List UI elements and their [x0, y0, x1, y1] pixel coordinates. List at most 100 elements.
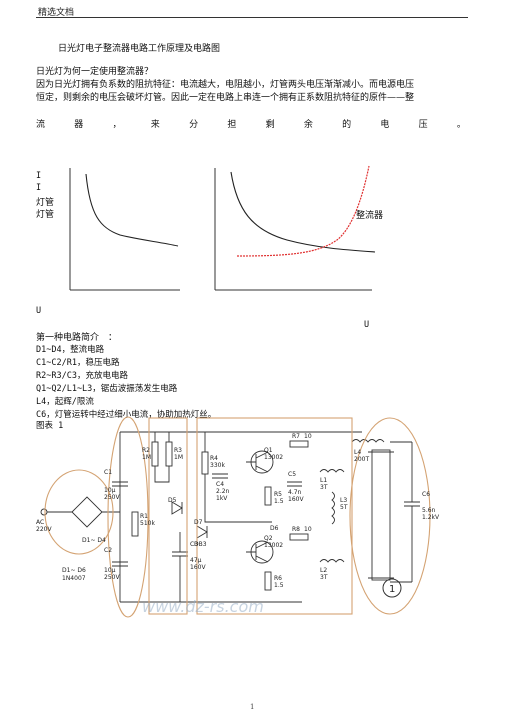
para-line-1: 因为日光灯拥有负系数的阻抗特征：电流越大，电阻越小，灯管两头电压渐渐减小。而电源…	[36, 80, 415, 90]
r2-val: 1M	[142, 454, 151, 461]
left-ylabel-2: I	[36, 183, 42, 193]
ac-label: AC	[36, 519, 44, 526]
l1-label: L1	[320, 477, 327, 484]
r1-symbol	[131, 511, 139, 537]
r7-label: R7	[292, 433, 300, 440]
c2-symbol	[112, 561, 128, 567]
r5-label: R5	[274, 491, 282, 498]
c1-symbol	[112, 481, 128, 487]
para-line-3: 流器，来分担剩余的电压。	[36, 117, 466, 130]
left-ylabel-3: 灯管	[36, 198, 55, 208]
c1-val1: 10μ	[104, 487, 116, 494]
circuit-item: Q1~Q2/L1~L3，锯齿波振荡发生电路	[36, 384, 178, 394]
ac-terminal	[40, 508, 48, 516]
l4-val: 200T	[354, 456, 369, 463]
l3-label: L3	[340, 497, 347, 504]
c2-val2: 250V	[104, 574, 120, 581]
r7-val: 10	[304, 433, 312, 440]
l1-symbol	[319, 469, 345, 473]
c6-symbol	[404, 442, 420, 582]
r3-symbol	[165, 441, 173, 467]
left-iu-chart	[69, 168, 180, 291]
para-line-3-char: 担	[227, 120, 237, 130]
q2-val: 13002	[264, 542, 283, 549]
d1d4-label: D1~ D4	[82, 537, 106, 544]
lamp-curve-right	[230, 171, 376, 253]
l3-symbol	[331, 491, 335, 525]
d7-label: D7	[194, 519, 203, 526]
para-line-3-char: ，	[112, 120, 122, 130]
schematic-rails	[119, 431, 362, 603]
para-line-3-char: 电	[380, 120, 390, 130]
d7-val: DB3	[194, 541, 207, 548]
para-line-3-char: 压	[418, 120, 428, 130]
ellipse-lamp	[349, 417, 431, 615]
c1-label: C1	[104, 469, 112, 476]
lamp-curve	[85, 173, 179, 247]
r4-val: 330k	[210, 462, 225, 469]
c5-val1: 4.7n	[288, 489, 302, 496]
lamp-tube	[371, 449, 391, 581]
right-iu-chart	[214, 165, 376, 291]
para-line-3-char: 器	[74, 120, 84, 130]
r5-val: 1.5	[274, 498, 284, 505]
r7-symbol	[289, 440, 309, 448]
box-oscillator	[196, 417, 353, 615]
circuit-item: C6，灯管运转中经过细小电流，协助加热灯丝。	[36, 410, 217, 420]
d5-symbol	[171, 501, 183, 515]
r3-label: R3	[174, 447, 182, 454]
page-number: 1	[250, 703, 255, 711]
para-line-3-char: 流	[36, 120, 46, 130]
para-line-3-char: 分	[189, 120, 199, 130]
r8-symbol	[289, 533, 309, 541]
question-line: 日光灯为何一定使用整流器？	[36, 67, 154, 77]
q1-label: Q1	[264, 447, 273, 454]
right-curve-label: 整流器	[356, 211, 384, 221]
c3-val2: 160V	[190, 564, 206, 571]
r2-symbol	[151, 441, 159, 467]
c4-symbol	[212, 473, 228, 479]
l2-val: 3T	[320, 574, 328, 581]
c6-label: C6	[422, 491, 430, 498]
figure-label: 图表 1	[36, 421, 64, 431]
r6-val: 1.5	[274, 582, 284, 589]
c3-symbol	[172, 532, 188, 602]
c4-label: C4	[216, 481, 224, 488]
box-charge	[148, 417, 188, 615]
r4-symbol	[201, 451, 209, 475]
header-text: 精选文档	[38, 8, 75, 18]
c6-val2: 1.2kV	[422, 514, 440, 521]
watermark-text: www.dz-rs.com	[142, 597, 264, 616]
circuit-item: D1~D4，整流电路	[36, 345, 105, 355]
c2-label: C2	[104, 547, 112, 554]
l1-val: 3T	[320, 484, 328, 491]
r4-label: R4	[210, 455, 218, 462]
para-line-3-char: 的	[342, 120, 352, 130]
r2-label: R2	[142, 447, 150, 454]
r3-val: 1M	[174, 454, 183, 461]
para-line-3-char: 。	[456, 120, 466, 130]
r8-label: R8	[292, 526, 300, 533]
l4-label: L4	[354, 449, 361, 456]
left-ylabel-1: I	[36, 171, 42, 181]
circuit-intro-heading: 第一种电路简介 ：	[36, 333, 118, 343]
circuit-item: C1~C2/R1，稳压电路	[36, 358, 120, 368]
c3-label: C3	[190, 541, 198, 548]
r5-symbol	[264, 486, 272, 506]
circuit-item: R2~R3/C3，充放电电路	[36, 371, 128, 381]
r6-label: R6	[274, 575, 282, 582]
diode-part-label: 1N4007	[62, 575, 86, 582]
ellipse-rectifier	[44, 469, 114, 555]
c4-val1: 2.2n	[216, 488, 230, 495]
para-line-3-char: 余	[303, 120, 313, 130]
c6-val1: 5.6n	[422, 507, 436, 514]
header-rule	[36, 17, 468, 18]
c5-label: C5	[288, 471, 296, 478]
l2-symbol	[319, 559, 345, 563]
c5-symbol	[287, 481, 302, 487]
para-line-3-char: 剩	[265, 120, 275, 130]
d5-label: D5	[168, 497, 177, 504]
c2-val1: 10μ	[104, 567, 116, 574]
circuit-schematic: 1 www.dz-rs.com C1 10μ 250V C2 10μ 250V …	[36, 416, 440, 618]
doc-title: 日光灯电子整流器电路工作原理及电路图	[58, 44, 221, 54]
